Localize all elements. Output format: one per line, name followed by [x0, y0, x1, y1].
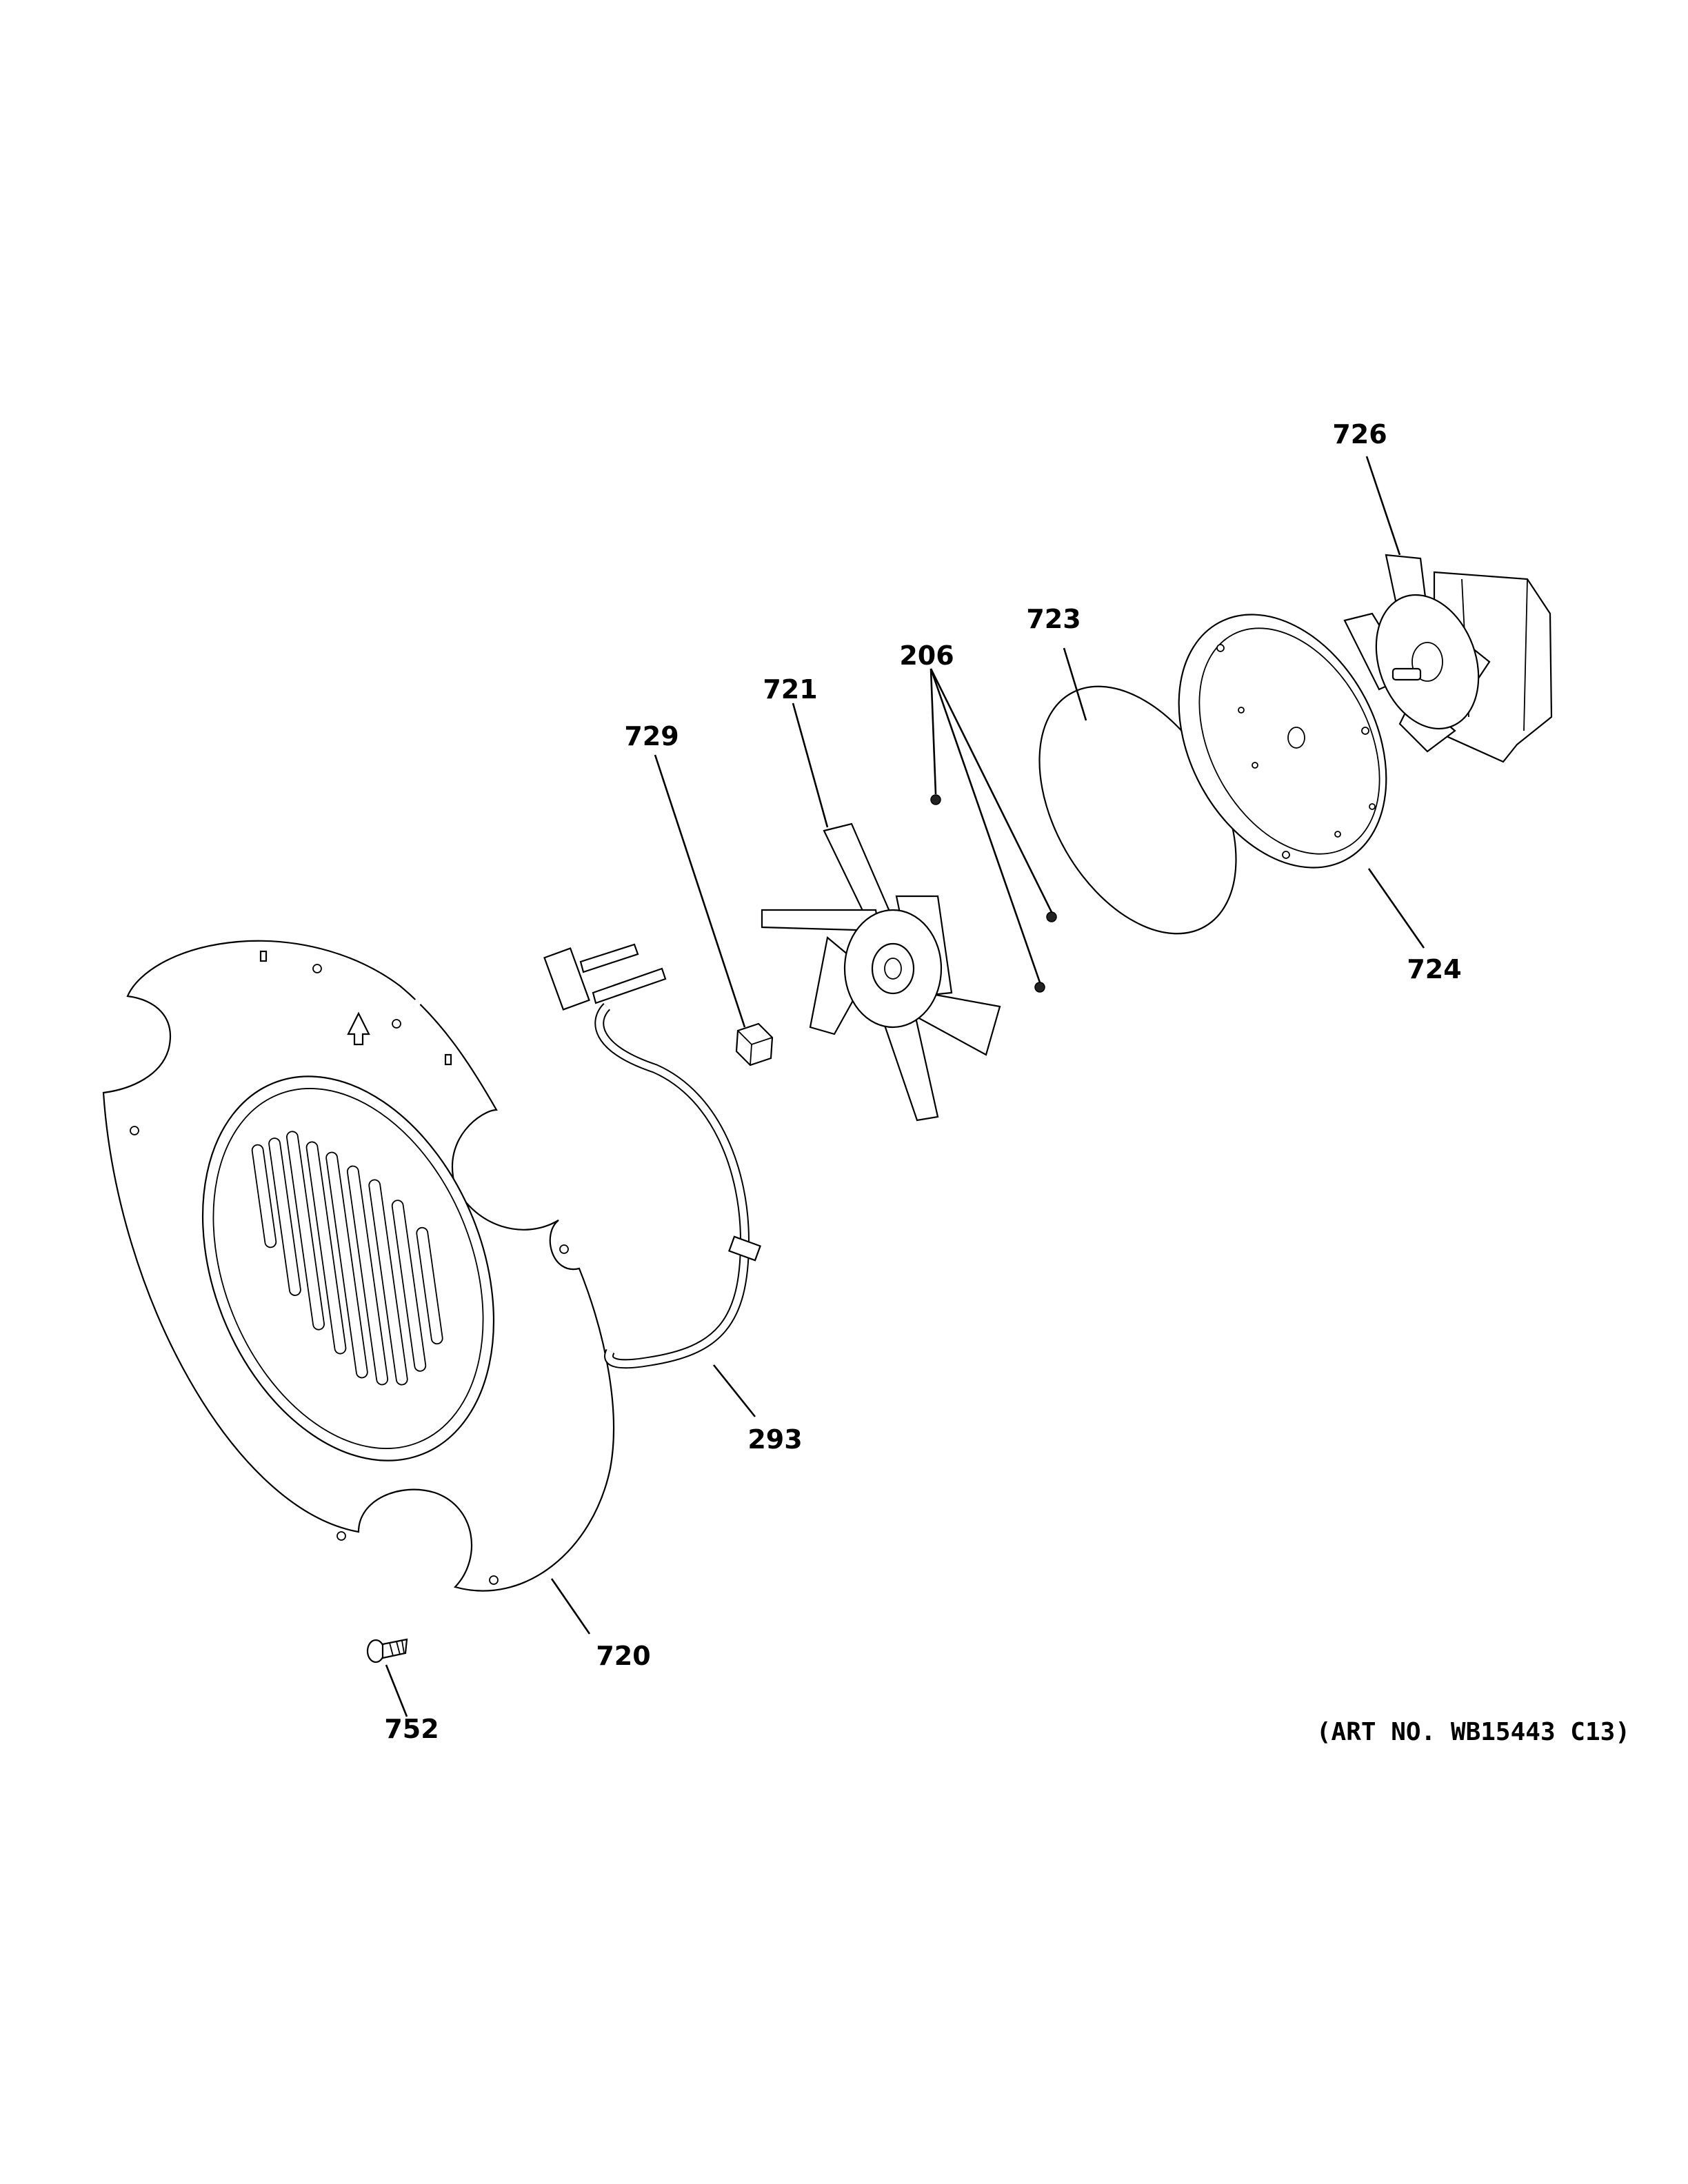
art-number: (ART NO. WB15443 C13): [1316, 1718, 1630, 1746]
heating-element-part[interactable]: [411, 943, 761, 1369]
callout-206: 206: [899, 640, 954, 671]
callout-293: 293: [747, 1424, 803, 1455]
callout-752: 752: [384, 1714, 439, 1744]
callout-729: 729: [624, 721, 679, 751]
callout-720: 720: [596, 1641, 651, 1671]
callout-724: 724: [1407, 954, 1462, 984]
motor-mounting-plate-part[interactable]: [1137, 578, 1427, 903]
screw-part[interactable]: [366, 1638, 408, 1664]
nut-part[interactable]: [735, 1022, 774, 1066]
leader-lines: [385, 456, 1425, 1717]
screws-part[interactable]: [930, 794, 1057, 993]
fan-cover-baffle-part[interactable]: [102, 940, 615, 1592]
callout-721: 721: [763, 674, 818, 705]
callout-723: 723: [1026, 604, 1081, 634]
fan-blade-part[interactable]: [761, 822, 1001, 1122]
callout-726: 726: [1332, 419, 1387, 449]
fan-motor-part[interactable]: [1343, 554, 1553, 763]
